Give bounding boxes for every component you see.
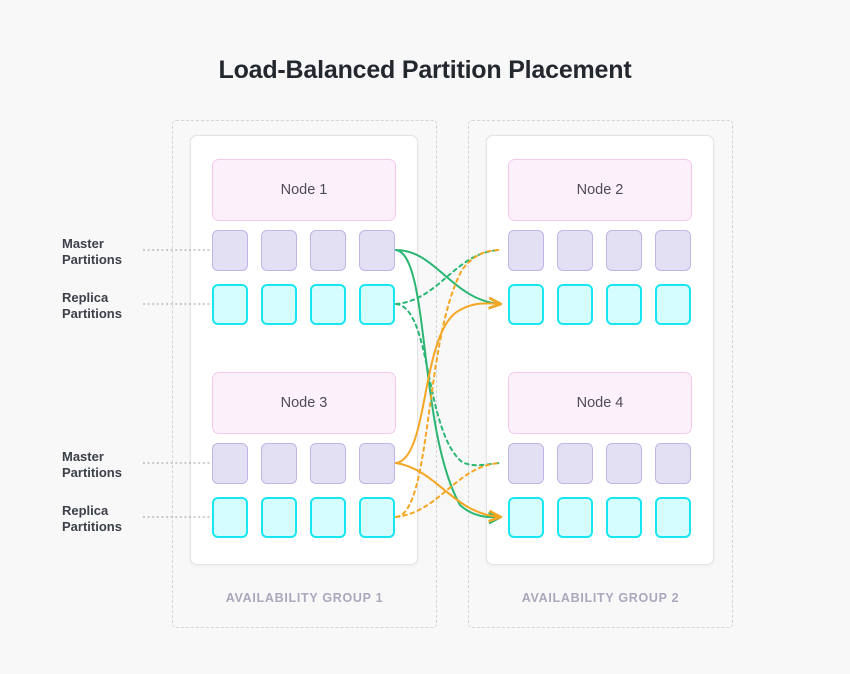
availability-group-1-label: AVAILABILITY GROUP 1 bbox=[225, 591, 384, 605]
master-partition-node2-2[interactable] bbox=[557, 230, 593, 271]
page-title: Load-Balanced Partition Placement bbox=[218, 56, 632, 84]
node-label-1: Node 1 bbox=[280, 182, 328, 198]
node-box-3[interactable]: Node 3 bbox=[212, 372, 396, 434]
replica-partition-node3-1[interactable] bbox=[212, 497, 248, 538]
row-label-line2: Partitions bbox=[62, 465, 122, 480]
node-box-2[interactable]: Node 2 bbox=[508, 159, 692, 221]
replica-partition-node2-3[interactable] bbox=[606, 284, 642, 325]
master-partition-node3-1[interactable] bbox=[212, 443, 248, 484]
row-label-line1: Master bbox=[62, 236, 104, 251]
master-partition-node3-3[interactable] bbox=[310, 443, 346, 484]
master-partition-node1-1[interactable] bbox=[212, 230, 248, 271]
master-partition-node3-2[interactable] bbox=[261, 443, 297, 484]
replica-partition-node1-3[interactable] bbox=[310, 284, 346, 325]
master-partition-node1-3[interactable] bbox=[310, 230, 346, 271]
row-label-line2: Partitions bbox=[62, 306, 122, 321]
master-partition-node4-4[interactable] bbox=[655, 443, 691, 484]
replica-partition-node2-4[interactable] bbox=[655, 284, 691, 325]
replica-partition-node3-3[interactable] bbox=[310, 497, 346, 538]
node-box-1[interactable]: Node 1 bbox=[212, 159, 396, 221]
node-label-4: Node 4 bbox=[576, 395, 624, 411]
replica-partition-node2-1[interactable] bbox=[508, 284, 544, 325]
master-partition-node4-1[interactable] bbox=[508, 443, 544, 484]
master-partition-node1-4[interactable] bbox=[359, 230, 395, 271]
row-label-replica-partitions-bottom: Replica Partitions bbox=[62, 503, 158, 535]
master-partition-node4-2[interactable] bbox=[557, 443, 593, 484]
availability-group-2-label: AVAILABILITY GROUP 2 bbox=[521, 591, 680, 605]
master-partition-node4-3[interactable] bbox=[606, 443, 642, 484]
replica-partition-node3-2[interactable] bbox=[261, 497, 297, 538]
replica-partition-node4-1[interactable] bbox=[508, 497, 544, 538]
master-partition-node2-3[interactable] bbox=[606, 230, 642, 271]
row-label-replica-partitions-top: Replica Partitions bbox=[62, 290, 158, 322]
node-label-3: Node 3 bbox=[280, 395, 328, 411]
replica-partition-node1-2[interactable] bbox=[261, 284, 297, 325]
master-partition-node3-4[interactable] bbox=[359, 443, 395, 484]
node-label-2: Node 2 bbox=[576, 182, 624, 198]
master-partition-node2-4[interactable] bbox=[655, 230, 691, 271]
replica-partition-node4-4[interactable] bbox=[655, 497, 691, 538]
row-label-line2: Partitions bbox=[62, 252, 122, 267]
replica-partition-node4-3[interactable] bbox=[606, 497, 642, 538]
node-box-4[interactable]: Node 4 bbox=[508, 372, 692, 434]
replica-partition-node1-4[interactable] bbox=[359, 284, 395, 325]
row-label-line1: Master bbox=[62, 449, 104, 464]
row-label-line1: Replica bbox=[62, 290, 109, 305]
replica-partition-node3-4[interactable] bbox=[359, 497, 395, 538]
replica-partition-node2-2[interactable] bbox=[557, 284, 593, 325]
row-label-master-partitions-bottom: Master Partitions bbox=[62, 449, 158, 481]
master-partition-node1-2[interactable] bbox=[261, 230, 297, 271]
replica-partition-node1-1[interactable] bbox=[212, 284, 248, 325]
row-label-line1: Replica bbox=[62, 503, 109, 518]
replica-partition-node4-2[interactable] bbox=[557, 497, 593, 538]
row-label-line2: Partitions bbox=[62, 519, 122, 534]
row-label-master-partitions-top: Master Partitions bbox=[62, 236, 158, 268]
master-partition-node2-1[interactable] bbox=[508, 230, 544, 271]
